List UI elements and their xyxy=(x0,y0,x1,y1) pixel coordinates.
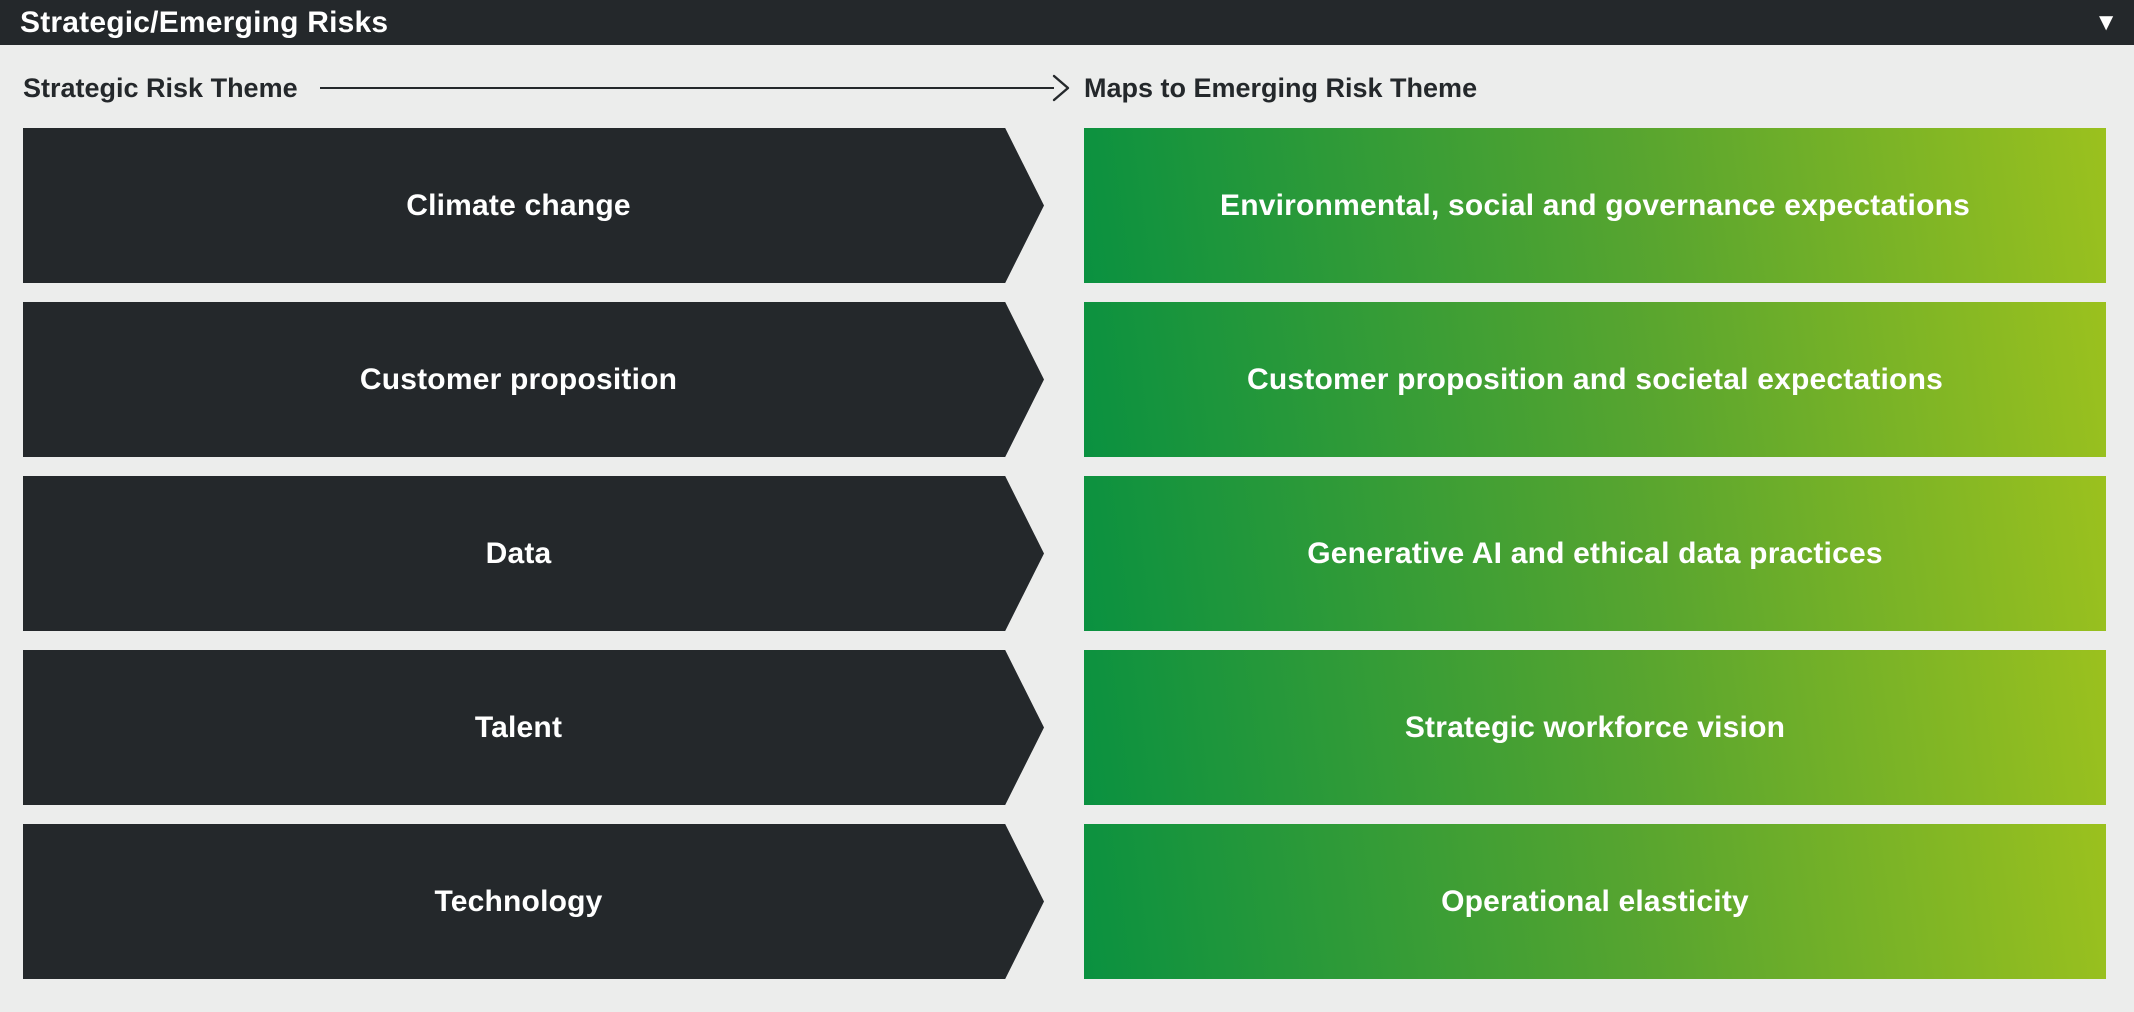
emerging-risk-bar: Strategic workforce vision xyxy=(1084,650,2106,805)
emerging-risk-label: Environmental, social and governance exp… xyxy=(1219,188,1971,222)
column-header-left-zone: Strategic Risk Theme xyxy=(23,73,1084,104)
arrow-head-icon xyxy=(1052,74,1070,102)
emerging-risk-label: Strategic workforce vision xyxy=(1404,710,1786,744)
column-header-row: Strategic Risk Theme Maps to Emerging Ri… xyxy=(23,65,2106,111)
arrow-shaft xyxy=(319,87,1054,89)
strategic-risk-arrow-shape: Data xyxy=(23,476,1044,631)
emerging-risk-bar: Generative AI and ethical data practices xyxy=(1084,476,2106,631)
maps-to-arrow xyxy=(319,73,1070,103)
panel-content: Strategic Risk Theme Maps to Emerging Ri… xyxy=(0,45,2134,979)
panel-header: Strategic/Emerging Risks ▼ xyxy=(0,0,2134,45)
strategic-risk-arrow-shape: Climate change xyxy=(23,128,1044,283)
emerging-risk-bar: Environmental, social and governance exp… xyxy=(1084,128,2106,283)
page-title: Strategic/Emerging Risks xyxy=(20,5,389,39)
emerging-risk-label: Customer proposition and societal expect… xyxy=(1247,362,1943,396)
strategic-risk-label: Talent xyxy=(474,710,563,744)
strategic-risk-arrow-shape: Customer proposition xyxy=(23,302,1044,457)
emerging-risk-label: Generative AI and ethical data practices xyxy=(1307,536,1883,570)
strategic-risk-arrow-shape: Technology xyxy=(23,824,1044,979)
collapse-dropdown-icon[interactable]: ▼ xyxy=(2094,8,2118,36)
risk-mapping-row: Talent Strategic workforce vision xyxy=(23,650,2106,805)
risk-mapping-row: Technology Operational elasticity xyxy=(23,824,2106,979)
strategic-risk-label: Climate change xyxy=(406,188,631,222)
emerging-risk-label: Operational elasticity xyxy=(1441,884,1749,918)
risk-mapping-row: Data Generative AI and ethical data prac… xyxy=(23,476,2106,631)
emerging-risk-bar: Customer proposition and societal expect… xyxy=(1084,302,2106,457)
strategic-risk-label: Data xyxy=(485,536,552,570)
strategic-risk-arrow-shape: Talent xyxy=(23,650,1044,805)
column-header-emerging: Maps to Emerging Risk Theme xyxy=(1084,72,1478,103)
risk-rows: Climate change Environmental, social and… xyxy=(23,128,2106,979)
risk-mapping-row: Climate change Environmental, social and… xyxy=(23,128,2106,283)
emerging-risk-bar: Operational elasticity xyxy=(1084,824,2106,979)
column-header-strategic: Strategic Risk Theme xyxy=(23,72,298,103)
strategic-risk-label: Customer proposition xyxy=(359,362,678,396)
strategic-risk-label: Technology xyxy=(434,884,603,918)
risk-mapping-row: Customer proposition Customer propositio… xyxy=(23,302,2106,457)
